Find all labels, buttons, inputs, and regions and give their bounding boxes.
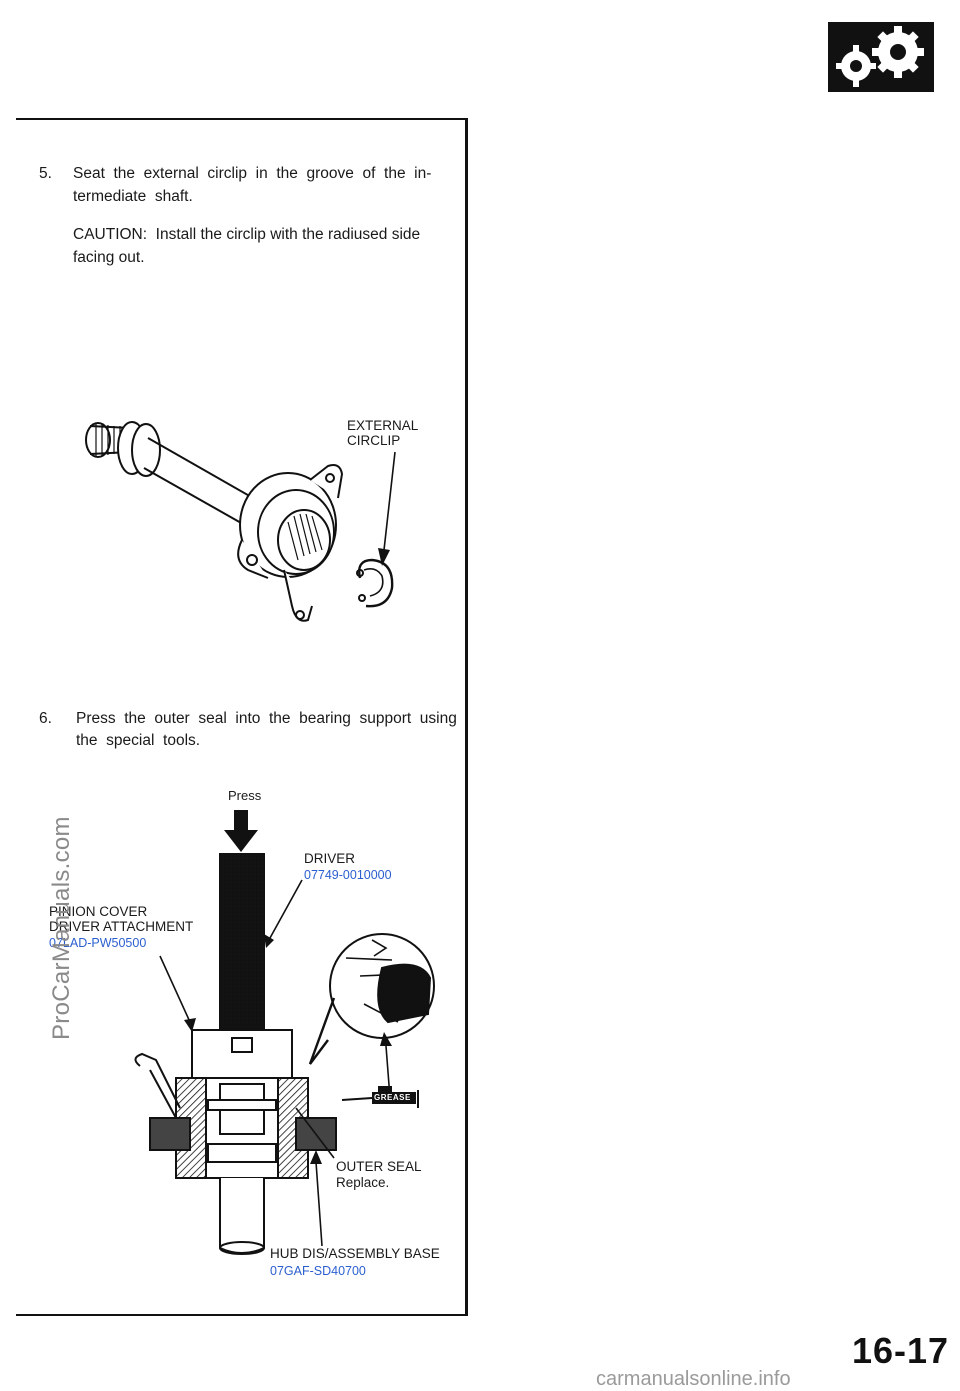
intermediate-shaft-illustration [85, 421, 394, 622]
grease-label: GREASE [374, 1093, 411, 1102]
external-circlip-label-2: CIRCLIP [347, 433, 401, 448]
step-5-text-1: Seat the external circlip in the groove … [73, 165, 432, 182]
press-label: Press [228, 788, 262, 803]
page-number: 16-17 [852, 1330, 950, 1371]
outer-seal-label: OUTER SEAL [336, 1159, 422, 1174]
outer-seal-note: Replace. [336, 1175, 390, 1190]
gears-icon [828, 22, 934, 92]
step-5-number: 5. [39, 165, 52, 182]
hub-base-code: 07GAF-SD40700 [270, 1264, 366, 1278]
content-frame [16, 118, 468, 1316]
step-6-text-2: the special tools. [76, 732, 201, 749]
driver-code: 07749-0010000 [304, 868, 392, 882]
step-5-text-2: termediate shaft. [73, 188, 193, 205]
site-footer[interactable]: carmanualsonline.info [596, 1368, 791, 1390]
pinion-cover-label-1: PINION COVER [49, 904, 148, 919]
external-circlip-label-1: EXTERNAL [347, 418, 419, 433]
press-tool-illustration [134, 810, 435, 1255]
watermark: ProCarManuals.com [48, 816, 75, 1040]
pinion-cover-code: 07LAD-PW50500 [49, 936, 147, 950]
step-6-text-1: Press the outer seal into the bearing su… [76, 710, 457, 727]
step-6-number: 6. [39, 710, 52, 727]
hub-base-label: HUB DIS/ASSEMBLY BASE [270, 1246, 440, 1261]
caution-text-2: facing out. [73, 249, 145, 266]
caution-text-1: CAUTION: Install the circlip with the ra… [73, 226, 421, 243]
driver-label: DRIVER [304, 851, 356, 866]
pinion-cover-label-2: DRIVER ATTACHMENT [49, 919, 194, 934]
circlip-leader-arrow [378, 451, 396, 566]
